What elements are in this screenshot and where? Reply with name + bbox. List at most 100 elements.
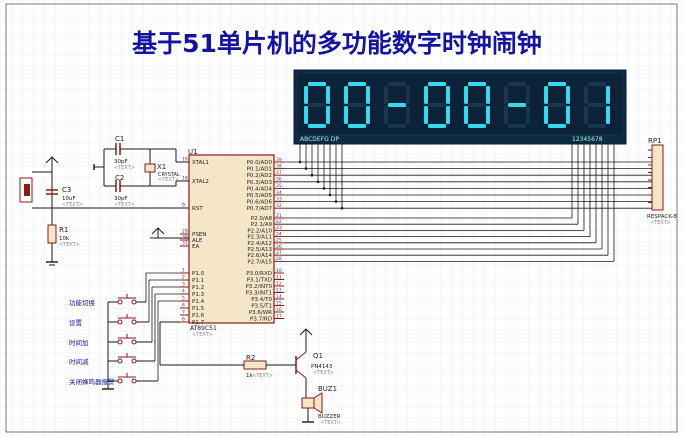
pin-number: 5 bbox=[182, 296, 185, 302]
reset-button-icon[interactable] bbox=[24, 184, 30, 196]
display-segment-g bbox=[308, 103, 326, 107]
pin-number: 16 bbox=[276, 307, 282, 313]
display-digit bbox=[384, 82, 410, 128]
pin-name: P1.6 bbox=[192, 313, 205, 319]
q1-ref: Q1 bbox=[313, 352, 323, 360]
display-segment-a bbox=[428, 82, 446, 86]
display-segment-b bbox=[526, 86, 530, 104]
pin-name: P3.4/T0 bbox=[251, 297, 272, 303]
pin-number: 13 bbox=[276, 287, 282, 293]
pin-number: 11 bbox=[276, 274, 282, 280]
pin-number: 29 bbox=[182, 229, 188, 235]
crystal-circuit: C1 30pF <TEXT> C2 30pF <TEXT> X1 CRYSTAL… bbox=[93, 135, 189, 208]
key-label: 功能切换 bbox=[69, 298, 96, 307]
r1-text: <TEXT> bbox=[59, 242, 80, 248]
pin-name: P3.5/T1 bbox=[251, 304, 272, 310]
pin-number: 32 bbox=[276, 203, 282, 209]
key-1[interactable]: 功能切换 bbox=[69, 272, 180, 307]
q1-vcc-arrow-icon bbox=[299, 328, 313, 336]
pin-name: P3.3/INT1 bbox=[245, 291, 272, 297]
display-segment-e bbox=[304, 106, 308, 124]
display-segment-b bbox=[326, 86, 330, 104]
display-segment-f bbox=[304, 86, 308, 104]
pin-name: P0.7/AD7 bbox=[247, 206, 273, 212]
display-digit bbox=[504, 82, 530, 128]
pin-number: 34 bbox=[276, 190, 282, 196]
bus-wires bbox=[284, 144, 652, 262]
display-segment-f bbox=[344, 86, 348, 104]
rp1-body bbox=[651, 144, 664, 211]
display-segment-e bbox=[464, 106, 468, 124]
pin-name: P0.2/AD2 bbox=[247, 173, 272, 179]
pin-name: P1.4 bbox=[192, 299, 205, 305]
junction-dot bbox=[328, 193, 332, 197]
display-digit-pins: 12345678 bbox=[572, 136, 603, 143]
pin-name: XTAL2 bbox=[192, 179, 209, 185]
pin-name: P3.0/RXD bbox=[246, 271, 272, 277]
buzzer-body bbox=[301, 397, 315, 409]
display-segment-a bbox=[388, 82, 406, 86]
key-3[interactable]: 时间加 bbox=[69, 286, 180, 347]
key-contact bbox=[117, 358, 123, 364]
display-segment-b bbox=[486, 86, 490, 104]
c3-ref: C3 bbox=[62, 186, 71, 194]
pin-number: 2 bbox=[182, 275, 185, 281]
key-4[interactable]: 时间减 bbox=[69, 293, 180, 366]
pin-number: 21 bbox=[276, 213, 282, 219]
display-digits bbox=[304, 82, 610, 128]
pin-number: 10 bbox=[276, 268, 282, 274]
pin-number: 12 bbox=[276, 281, 282, 287]
display-segment-f bbox=[384, 86, 388, 104]
display-segment-e bbox=[344, 106, 348, 124]
pin-number: 17 bbox=[276, 313, 282, 319]
display-segment-d bbox=[308, 124, 326, 128]
display-segment-d bbox=[388, 124, 406, 128]
key-5[interactable]: 关闭蜂鸣器报警 bbox=[69, 300, 180, 386]
pin-name: P0.5/AD5 bbox=[247, 193, 273, 199]
pin-name: EA bbox=[192, 244, 199, 250]
pin-name: P2.1/A9 bbox=[251, 222, 273, 228]
pin-number: 7 bbox=[182, 310, 185, 316]
display-segment-c bbox=[406, 106, 410, 124]
key-2[interactable]: 设置 bbox=[69, 279, 180, 327]
pin-name: P1.1 bbox=[192, 278, 204, 284]
display-segment-e bbox=[544, 106, 548, 124]
display-window bbox=[298, 74, 622, 134]
display-segment-g bbox=[428, 103, 446, 107]
display-segment-g bbox=[468, 103, 486, 107]
display-segment-b bbox=[606, 86, 610, 104]
key-label: 时间加 bbox=[69, 338, 89, 347]
pin-number: 35 bbox=[276, 183, 282, 189]
pin-name: P1.5 bbox=[192, 306, 205, 312]
pin-number: 6 bbox=[182, 303, 185, 309]
pin-number: 3 bbox=[182, 282, 185, 288]
x1-text: <TEXT> bbox=[158, 177, 179, 183]
rp1-value: RESPACK-8 bbox=[647, 214, 677, 220]
q1-emitter bbox=[295, 369, 307, 379]
display-segment-d bbox=[508, 124, 526, 128]
pin-name: P3.7/RD bbox=[250, 317, 272, 323]
buz1-ref: BUZ1 bbox=[318, 385, 337, 393]
pin-name: P3.2/INT0 bbox=[245, 284, 272, 290]
r1-ref: R1 bbox=[59, 226, 68, 234]
pin-number: 8 bbox=[182, 317, 185, 323]
display-segment-b bbox=[366, 86, 370, 104]
pin-name: P0.3/AD3 bbox=[247, 180, 273, 186]
pin-number: 18 bbox=[182, 176, 188, 182]
buzzer-icon bbox=[313, 392, 323, 414]
resistor-pack-rp1: RP1 RESPACK-8 <TEXT> bbox=[647, 137, 677, 226]
